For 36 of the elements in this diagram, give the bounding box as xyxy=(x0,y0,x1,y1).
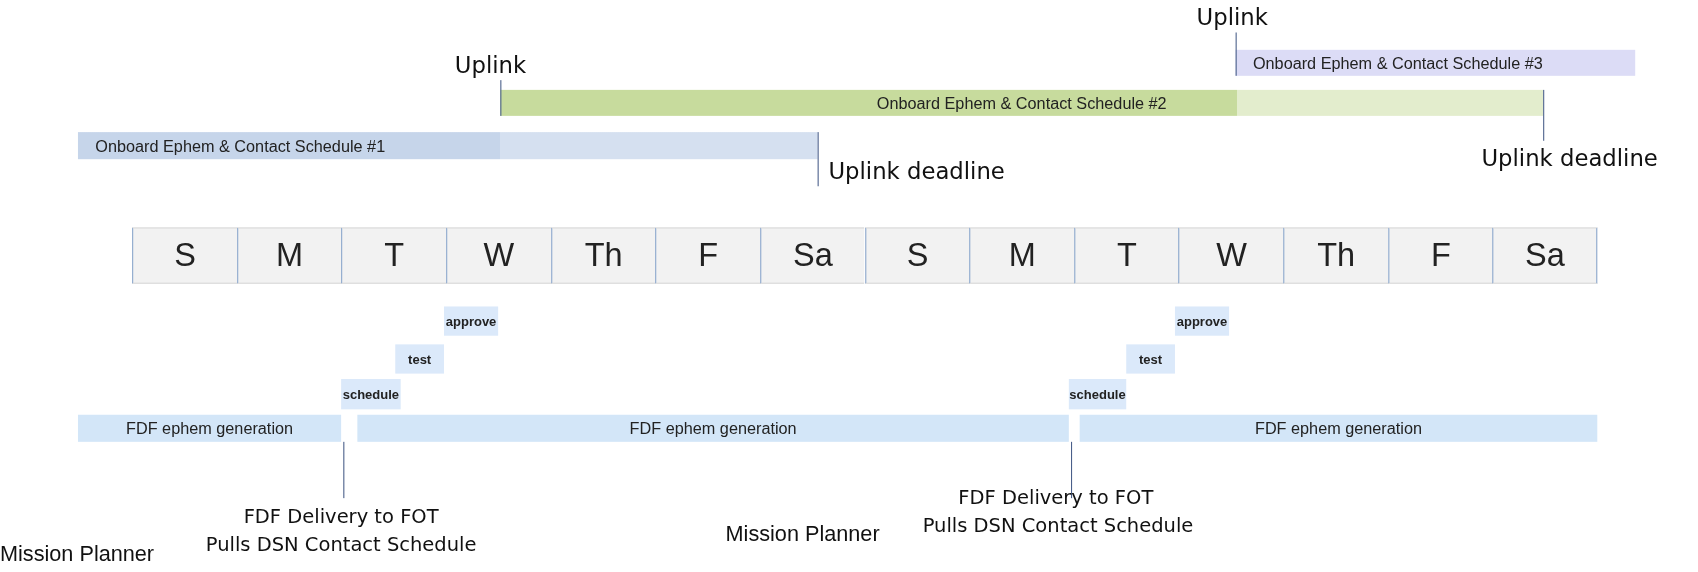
milestone-label: FDF Delivery to FOT xyxy=(958,485,1154,508)
milestone-label: Uplink xyxy=(454,52,527,78)
day-cell: W xyxy=(1178,227,1284,284)
day-cell: Th xyxy=(1283,227,1388,284)
day-cell: Th xyxy=(550,227,656,284)
day-cell: F xyxy=(1387,227,1493,284)
day-cell: W xyxy=(446,227,551,284)
day-cell: Sa xyxy=(1492,227,1598,284)
note-label: Pulls DSN Contact Schedule xyxy=(922,513,1194,537)
note-label: Pulls DSN Contact Schedule xyxy=(205,532,477,556)
milestone-label: Uplink deadline xyxy=(1481,145,1658,172)
schedule-bar: FDF ephem generation xyxy=(77,414,342,442)
milestone-label: FDF Delivery to FOT xyxy=(243,504,439,528)
task-bar: schedule xyxy=(341,379,401,410)
task-bar: approve xyxy=(1174,306,1230,336)
task-bar: schedule xyxy=(1068,379,1127,410)
day-cell: Sa xyxy=(760,227,865,284)
day-cell: S xyxy=(864,227,970,284)
milestone-label: Uplink deadline xyxy=(828,158,1005,185)
schedule-bar: Onboard Ephem & Contact Schedule #3 xyxy=(1235,49,1636,76)
task-bar: approve xyxy=(444,306,499,336)
task-bar: test xyxy=(395,344,444,374)
note-label: Mission Planner xyxy=(725,521,880,547)
note-label: Mission Planner xyxy=(0,541,155,567)
day-cell: T xyxy=(341,227,447,284)
task-bar: test xyxy=(1126,344,1175,374)
schedule-bar: Onboard Ephem & Contact Schedule #2 xyxy=(500,89,1544,116)
day-cell: F xyxy=(655,227,761,284)
schedule-bar: Onboard Ephem & Contact Schedule #1 xyxy=(77,132,818,160)
day-cell: S xyxy=(132,227,237,284)
schedule-bar: FDF ephem generation xyxy=(1079,414,1598,442)
day-cell: T xyxy=(1074,227,1179,284)
milestone-label: Uplink xyxy=(1196,4,1268,31)
day-cell: M xyxy=(236,227,342,284)
day-cell: M xyxy=(969,227,1074,284)
schedule-bar: FDF ephem generation xyxy=(357,414,1069,442)
